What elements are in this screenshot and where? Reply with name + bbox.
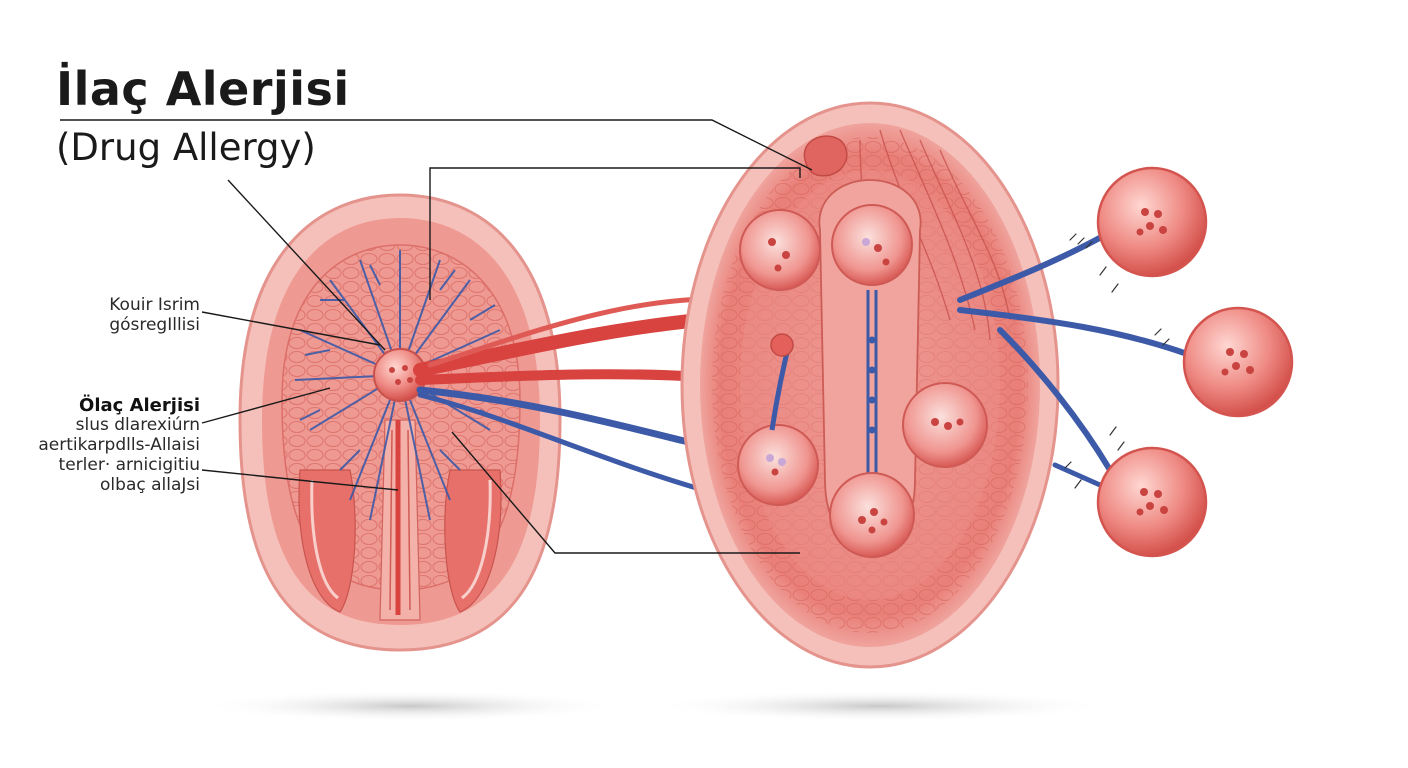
label-line-4: aertikarpdlls-Allaisi bbox=[38, 435, 200, 455]
external-cell-bottom bbox=[1096, 446, 1208, 558]
external-cell-middle bbox=[1182, 306, 1294, 418]
label-group-2: Ölaç Alerjisi sl⁠us dlarexiúrn aertikarp… bbox=[0, 396, 200, 496]
leader-lines bbox=[60, 119, 813, 554]
label-line-6: olbaç allaJsi bbox=[100, 475, 200, 495]
diagram-title: İlaç Alerjisi bbox=[56, 62, 350, 116]
right-organ bbox=[680, 101, 1060, 669]
oval-cell-top-center bbox=[831, 204, 913, 286]
left-organ bbox=[238, 193, 562, 652]
label-group-1: Kouir Isrim gósregIllisi bbox=[0, 296, 200, 336]
external-cell-top bbox=[1096, 166, 1208, 278]
diagram-subtitle: (Drug Allergy) bbox=[56, 126, 316, 169]
label-line-3: sl⁠us dlarexiúrn bbox=[75, 415, 200, 435]
shadow-right bbox=[650, 690, 1110, 722]
shadow-left bbox=[200, 690, 620, 722]
oval-cell-top-left bbox=[739, 209, 821, 291]
label-line-5: terler· arnicigitiu bbox=[58, 455, 200, 475]
label-line-1: Kouir Isrim bbox=[109, 295, 200, 315]
oval-cell-bottom-left bbox=[737, 424, 819, 506]
label-line-2: gósregIllisi bbox=[109, 315, 200, 335]
label-heading: Ölaç Alerjisi bbox=[79, 395, 200, 416]
right-vessels bbox=[957, 232, 1193, 489]
